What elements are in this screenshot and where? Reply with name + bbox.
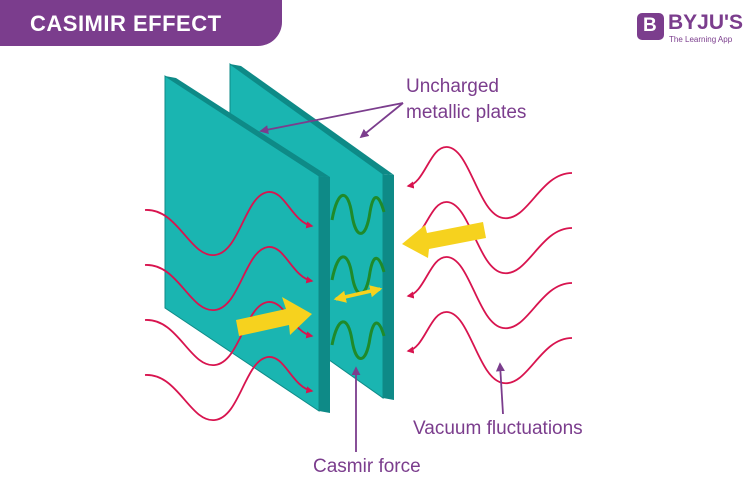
casimir-label: Casmir force — [313, 456, 421, 477]
vacuum-wave — [406, 201, 573, 274]
brand-logo-icon — [637, 13, 664, 40]
leader-lines — [259, 102, 505, 452]
force-arrow-right — [236, 297, 312, 336]
vacuum-wave — [406, 311, 573, 384]
vacuum-label: Vacuum fluctuations — [413, 418, 583, 439]
vacuum-waves-right — [406, 146, 573, 384]
gap-wave — [330, 320, 386, 360]
brand-logo: BYJU'S The Learning App — [637, 12, 745, 46]
page-title: CASIMIR EFFECT — [30, 11, 222, 36]
plates-leader-back — [359, 102, 404, 139]
brand-tagline: The Learning App — [669, 35, 733, 44]
force-arrow-left — [402, 222, 486, 258]
front-plate — [164, 75, 330, 413]
plates-leader-front — [259, 102, 404, 135]
plates-label: Uncharged metallic plates — [406, 74, 526, 126]
casimir-force-arrow — [333, 285, 383, 303]
vacuum-wave — [406, 146, 573, 219]
gap-wave — [330, 193, 386, 235]
vacuum-leader — [495, 362, 505, 415]
title-banner: CASIMIR EFFECT — [0, 0, 282, 46]
plates-label-line1: Uncharged — [406, 76, 499, 97]
vacuum-wave — [144, 356, 314, 421]
vacuum-wave — [144, 191, 314, 256]
vacuum-wave — [406, 256, 573, 329]
brand-name: BYJU'S — [668, 11, 744, 34]
vacuum-wave — [144, 246, 314, 311]
force-arrows — [236, 222, 486, 336]
plates-label-line2: metallic plates — [406, 102, 527, 123]
vacuum-waves-left — [144, 191, 314, 421]
